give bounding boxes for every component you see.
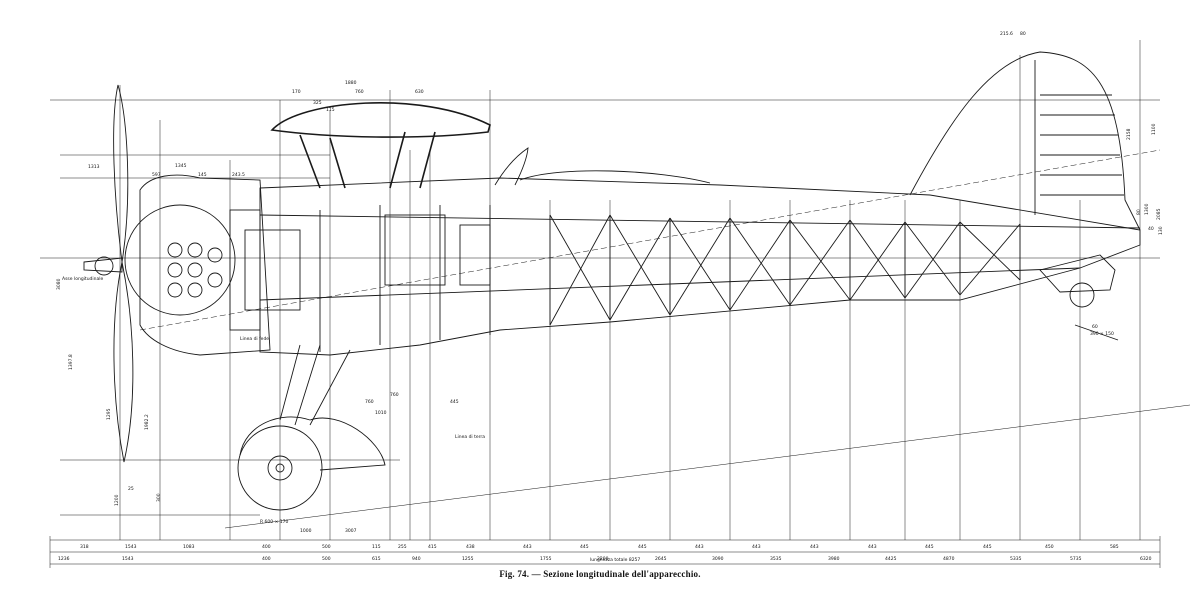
row2-dim-label: 5735	[1070, 556, 1082, 562]
row1-dim-label: 445	[580, 544, 589, 550]
row1-dim-label: 400	[262, 544, 271, 550]
annotation-label: 390 × 150	[1090, 331, 1114, 337]
bottom-dimension-bars	[49, 536, 1161, 568]
annotation-label: 25	[128, 486, 134, 492]
top-dim-label: 630	[415, 89, 424, 95]
row1-dim-label: 438	[466, 544, 475, 550]
row2-dim-label: 2200	[597, 556, 609, 562]
side-dim-label: 2158	[1126, 128, 1132, 140]
row1-dim-label: 115	[372, 544, 381, 550]
top-dim-label: 760	[355, 89, 364, 95]
vertical-grid-lines	[119, 40, 1141, 540]
row1-dim-label: 1083	[183, 544, 195, 550]
row1-dim-label: 450	[1045, 544, 1054, 550]
row2-dim-label: 3535	[770, 556, 782, 562]
row2-dim-label: 400	[262, 556, 271, 562]
row1-dim-label: 443	[868, 544, 877, 550]
row2-dim-label: 3090	[712, 556, 724, 562]
top-dim-label: 145	[198, 172, 207, 178]
fuselage-structure	[259, 147, 1141, 356]
top-dim-label: 170	[292, 89, 301, 95]
left-dim-label: 1982.2	[144, 414, 150, 430]
side-dim-label: 1100	[1151, 123, 1157, 135]
left-side-dimensions: 1397.8 3080 1295 1982.2 300 1200	[56, 278, 162, 506]
row2-dim-label: 5335	[1010, 556, 1022, 562]
row1-dim-label: 1543	[125, 544, 137, 550]
propeller	[83, 84, 134, 463]
dimension-row-2: 1236 1543 400 500 615 940 1255 1755 2200 2645 3090…	[58, 556, 1152, 562]
row1-dim-label: 415	[428, 544, 437, 550]
tail-wheel	[1039, 254, 1119, 341]
dimension-row-1: 318 1543 1083 400 500 115 255 415 438 443 445 445 44…	[80, 544, 1119, 550]
row2-dim-label: 500	[322, 556, 331, 562]
vertical-tail	[909, 51, 1141, 231]
annotation-label: 760	[390, 392, 399, 398]
annotation-label: R 600 × 170	[260, 519, 289, 525]
row2-dim-label: 1255	[462, 556, 474, 562]
row2-dim-label: 1755	[540, 556, 552, 562]
row1-dim-label: 445	[925, 544, 934, 550]
top-dim-label: 80	[1020, 31, 1026, 37]
left-dim-label: 1295	[106, 408, 112, 420]
top-dim-label: 1313	[88, 164, 100, 170]
annotation-label: 60	[1092, 324, 1098, 330]
side-dim-label: 80	[1136, 209, 1142, 215]
main-landing-gear	[237, 344, 386, 511]
side-dim-label: 130	[1158, 226, 1164, 235]
figure-caption: Fig. 74. — Sezione longitudinale dell'ap…	[499, 569, 701, 579]
row1-dim-label: 585	[1110, 544, 1119, 550]
top-dim-label: 1345	[175, 163, 187, 169]
row1-dim-label: 443	[752, 544, 761, 550]
annotation-label: Linea di terra	[455, 434, 485, 440]
row1-dim-label: 255	[398, 544, 407, 550]
left-dim-label: 3080	[56, 278, 62, 290]
row1-dim-label: 500	[322, 544, 331, 550]
row2-dim-label: 4425	[885, 556, 897, 562]
annotation-label: 445	[450, 399, 459, 405]
row2-dim-label: 3980	[828, 556, 840, 562]
side-dim-label: 1300	[1144, 203, 1150, 215]
annotation-label: 40	[1148, 226, 1154, 232]
row2-dim-label: 2645	[655, 556, 667, 562]
row1-dim-label: 443	[695, 544, 704, 550]
left-dim-label: 300	[156, 493, 162, 502]
row2-dim-label: 4870	[943, 556, 955, 562]
top-dim-label: 597	[152, 172, 161, 178]
row2-dim-label: 615	[372, 556, 381, 562]
radial-engine	[124, 174, 301, 356]
annotation-label: 3007	[345, 528, 357, 534]
row2-dim-label: 940	[412, 556, 421, 562]
annotation-label: 1000	[300, 528, 312, 534]
row1-dim-label: 445	[983, 544, 992, 550]
annotation-label: 760	[365, 399, 374, 405]
top-dim-label: 215.6	[1000, 31, 1013, 37]
upper-wing	[270, 102, 491, 189]
top-dim-label: 243.5	[232, 172, 245, 178]
annotation-label: 1010	[375, 410, 387, 416]
side-dim-label: 2085	[1156, 208, 1162, 220]
row1-dim-label: 443	[810, 544, 819, 550]
annotation-label: Linea di fede	[240, 336, 269, 342]
left-dim-label: 1200	[114, 494, 120, 506]
total-length-label: lunghezza totale 8257	[590, 557, 640, 563]
row1-dim-label: 445	[638, 544, 647, 550]
row1-dim-label: 443	[523, 544, 532, 550]
top-dim-label: 325	[313, 100, 322, 106]
annotation-label: Asse longitudinale	[62, 276, 104, 282]
horizontal-reference-lines	[40, 99, 1191, 529]
top-dimensions: 1880 170 760 630 325 115 1345 145 243.5 597 1313 21…	[88, 31, 1026, 178]
top-dim-label: 115	[326, 107, 335, 113]
row2-dim-label: 1543	[122, 556, 134, 562]
top-dim-label: 1880	[345, 80, 357, 86]
row2-dim-label: 6320	[1140, 556, 1152, 562]
row1-dim-label: 318	[80, 544, 89, 550]
left-dim-label: 1397.8	[68, 354, 74, 370]
row2-dim-label: 1236	[58, 556, 70, 562]
